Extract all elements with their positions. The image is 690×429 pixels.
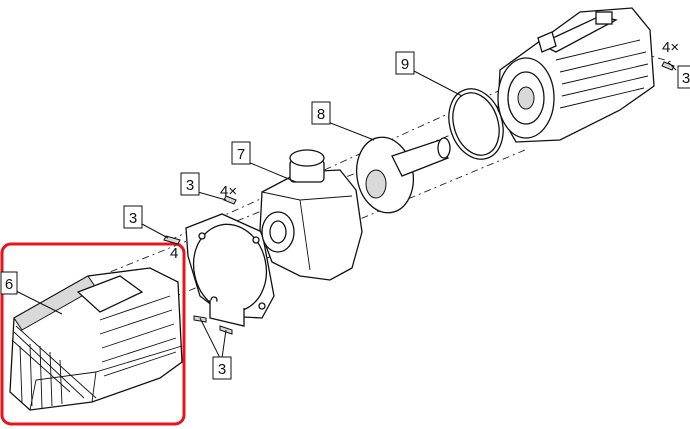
- label-text-3-top-right: 3: [682, 70, 690, 87]
- label-p3-bottom: 3: [199, 317, 232, 380]
- label-text-3-bottom: 3: [218, 361, 226, 378]
- label-p6: 6: [0, 271, 63, 315]
- qty-text-center: 4×: [220, 183, 237, 200]
- label-text-7: 7: [237, 146, 245, 163]
- label-p7: 7: [231, 141, 297, 183]
- label-p3-left: 3 4: [123, 205, 178, 262]
- o-ring-part-9: [448, 88, 504, 160]
- filter-housing-part-6: [9, 267, 183, 411]
- gasket-plate: [185, 213, 275, 327]
- qty-text-top-right: 4×: [662, 39, 679, 56]
- label-p8: 8: [311, 101, 375, 141]
- label-p9: 9: [395, 51, 463, 97]
- qty-text-left: 4: [170, 245, 178, 262]
- label-text-3-left: 3: [129, 210, 137, 227]
- motor-unit: [497, 7, 655, 143]
- label-text-3-center: 3: [186, 177, 194, 194]
- label-p3-center: 3 4×: [180, 172, 237, 201]
- label-text-6: 6: [5, 276, 13, 293]
- highlight-frame: [0, 242, 186, 426]
- label-text-8: 8: [317, 106, 325, 123]
- label-text-9: 9: [401, 56, 409, 73]
- impeller-part-8: [355, 136, 451, 214]
- label-p3-top-right: 3 4×: [662, 39, 690, 89]
- pump-housing-part-7: [259, 149, 363, 281]
